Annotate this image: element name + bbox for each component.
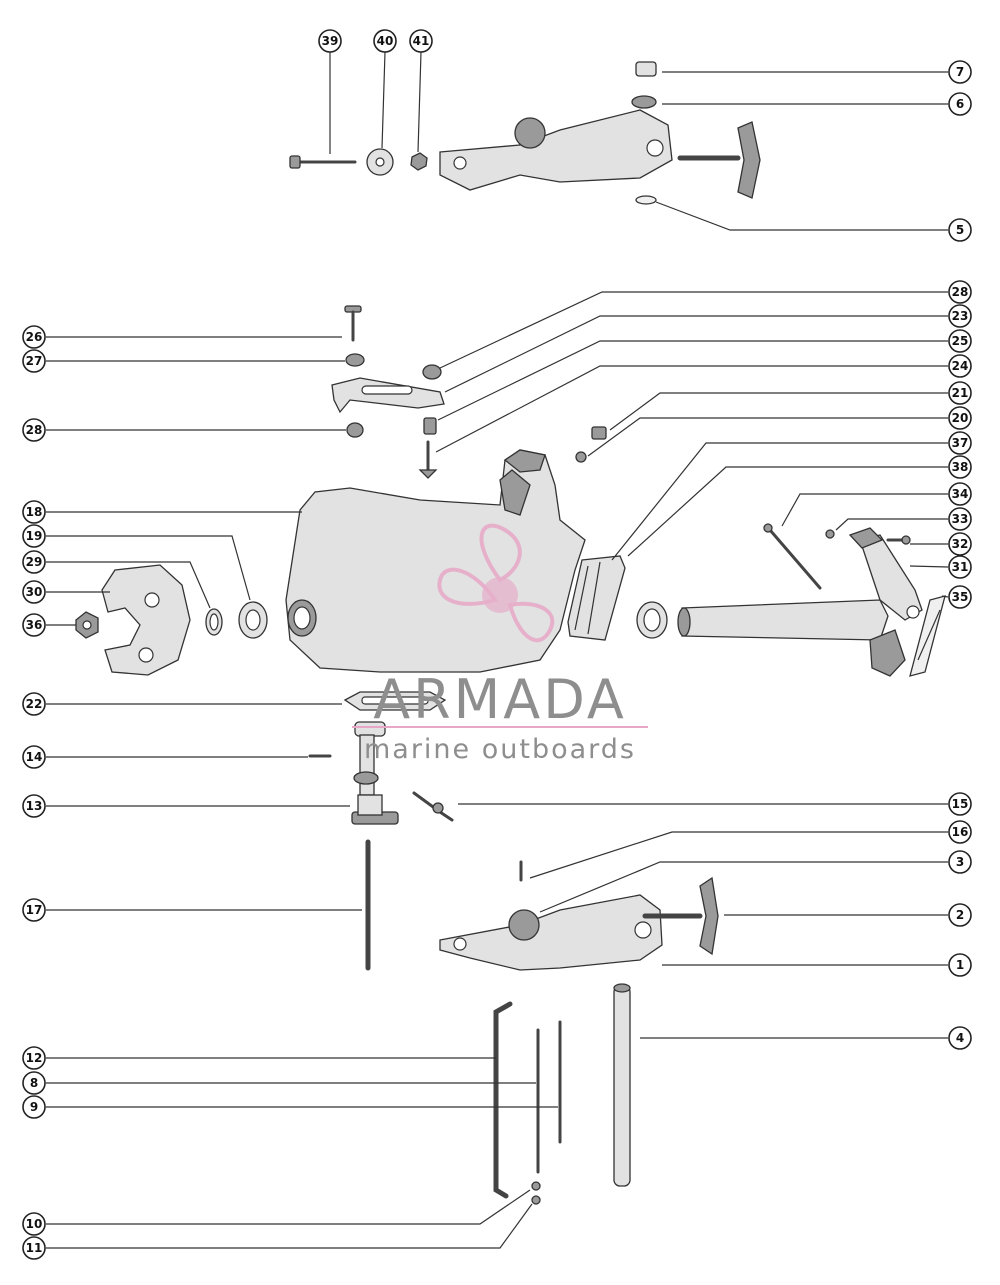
fitting-21 xyxy=(591,426,607,440)
callout-38[interactable]: 38 xyxy=(948,455,972,479)
bolt-39 xyxy=(289,155,357,169)
callout-11[interactable]: 11 xyxy=(22,1236,46,1260)
callout-20[interactable]: 20 xyxy=(948,406,972,430)
nut-33 xyxy=(825,529,835,539)
callout-24[interactable]: 24 xyxy=(948,354,972,378)
rod-34 xyxy=(763,523,822,590)
pivot-pin-13 xyxy=(351,721,399,825)
callout-36[interactable]: 36 xyxy=(22,613,46,637)
nut-36 xyxy=(75,611,99,639)
screw-32 xyxy=(886,535,911,545)
callout-30[interactable]: 30 xyxy=(22,580,46,604)
callout-34[interactable]: 34 xyxy=(948,482,972,506)
seal-38-ring xyxy=(636,601,668,639)
watermark-title: ARMADA xyxy=(373,668,627,731)
nut-11 xyxy=(531,1195,541,1205)
callout-19[interactable]: 19 xyxy=(22,524,46,548)
armada-watermark: ARMADA marine outboards xyxy=(352,523,648,765)
screw-20 xyxy=(575,451,587,463)
callout-6[interactable]: 6 xyxy=(948,92,972,116)
callout-25[interactable]: 25 xyxy=(948,329,972,353)
callout-13[interactable]: 13 xyxy=(22,794,46,818)
friction-clamp-30 xyxy=(101,564,191,676)
spring-35 xyxy=(909,595,946,677)
swivel-housing-18 xyxy=(285,449,586,673)
callout-26[interactable]: 26 xyxy=(22,325,46,349)
upper-clamp-bracket xyxy=(439,109,761,199)
callout-22[interactable]: 22 xyxy=(22,692,46,716)
callout-14[interactable]: 14 xyxy=(22,745,46,769)
callout-7[interactable]: 7 xyxy=(948,60,972,84)
callout-32[interactable]: 32 xyxy=(948,532,972,556)
leader-lines xyxy=(46,51,949,1249)
callout-10[interactable]: 10 xyxy=(22,1212,46,1236)
callout-39[interactable]: 39 xyxy=(318,29,342,53)
callout-40[interactable]: 40 xyxy=(373,29,397,53)
tube-4 xyxy=(613,983,631,1187)
callout-21[interactable]: 21 xyxy=(948,381,972,405)
tilt-tube-31 xyxy=(677,527,923,677)
callout-3[interactable]: 3 xyxy=(948,850,972,874)
nut-28-lower xyxy=(346,422,364,438)
callout-33[interactable]: 33 xyxy=(948,507,972,531)
nut-7 xyxy=(635,61,657,77)
bushing-19 xyxy=(238,601,268,639)
nut-10 xyxy=(531,1181,541,1191)
o-ring-5 xyxy=(635,195,657,205)
callout-37[interactable]: 37 xyxy=(948,431,972,455)
spring-15 xyxy=(412,791,454,822)
plate-23 xyxy=(331,377,445,414)
callout-5[interactable]: 5 xyxy=(948,218,972,242)
parts-layer xyxy=(75,61,946,1205)
washer-27 xyxy=(345,353,365,367)
bolt-26 xyxy=(344,305,362,342)
callout-2[interactable]: 2 xyxy=(948,903,972,927)
callout-15[interactable]: 15 xyxy=(948,792,972,816)
rod-12 xyxy=(493,1001,513,1199)
watermark-subtitle: marine outboards xyxy=(364,734,636,765)
bushing-37 xyxy=(567,555,626,641)
lower-clamp-bracket-1 xyxy=(439,894,663,971)
washer-29 xyxy=(205,608,223,636)
callout-27[interactable]: 27 xyxy=(22,349,46,373)
nut-28-upper xyxy=(422,364,442,380)
callout-29[interactable]: 29 xyxy=(22,550,46,574)
callout-31[interactable]: 31 xyxy=(948,555,972,579)
gasket-22 xyxy=(343,691,447,711)
nut-41 xyxy=(410,152,428,171)
callout-28-left[interactable]: 28 xyxy=(22,418,46,442)
t-screw-2 xyxy=(642,876,719,956)
callout-8[interactable]: 8 xyxy=(22,1071,46,1095)
callout-17[interactable]: 17 xyxy=(22,898,46,922)
callout-9[interactable]: 9 xyxy=(22,1095,46,1119)
callout-35[interactable]: 35 xyxy=(948,585,972,609)
propeller-logo xyxy=(437,523,555,643)
spacer-25 xyxy=(423,417,437,435)
washer-6 xyxy=(631,95,657,109)
callout-4[interactable]: 4 xyxy=(948,1026,972,1050)
callout-16[interactable]: 16 xyxy=(948,820,972,844)
callout-23[interactable]: 23 xyxy=(948,304,972,328)
callout-1[interactable]: 1 xyxy=(948,953,972,977)
callout-18[interactable]: 18 xyxy=(22,500,46,524)
callout-28-right[interactable]: 28 xyxy=(948,280,972,304)
bolt-24 xyxy=(418,440,438,479)
callout-12[interactable]: 12 xyxy=(22,1046,46,1070)
washer-40 xyxy=(366,148,394,176)
callout-41[interactable]: 41 xyxy=(409,29,433,53)
